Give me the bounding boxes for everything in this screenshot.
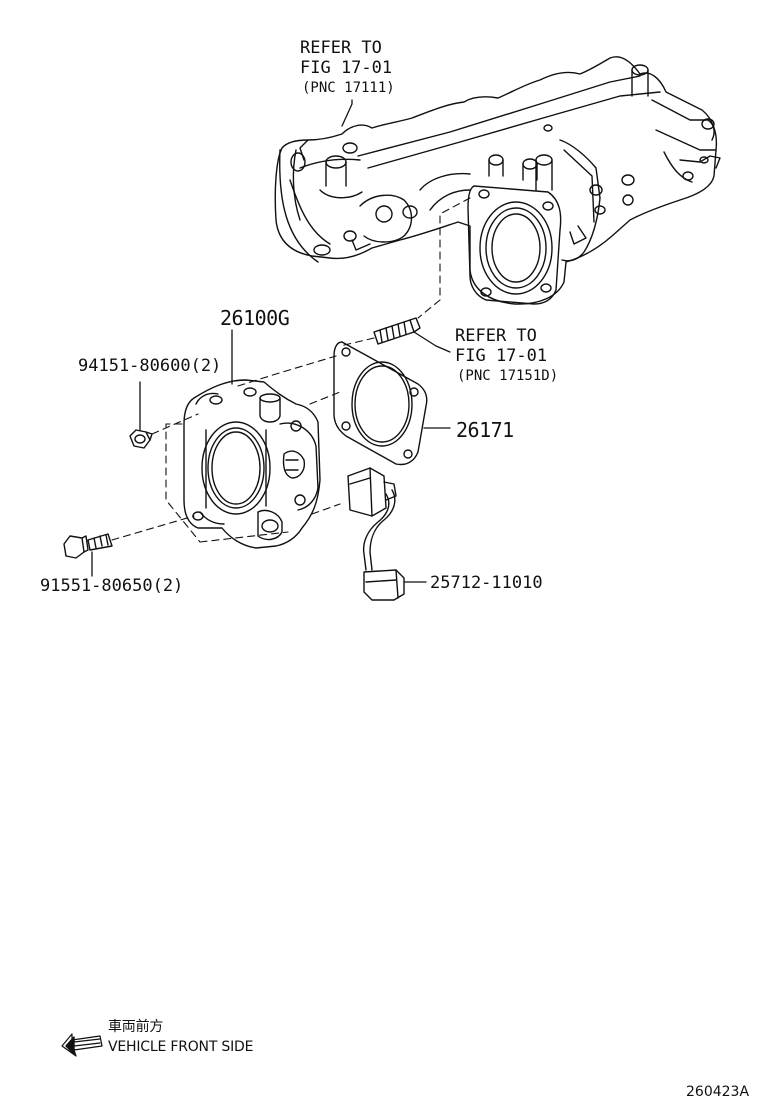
part-sensor-harness-label: 25712-11010	[430, 573, 543, 593]
sensor-harness	[347, 467, 405, 601]
diagram-code: 260423A	[686, 1084, 750, 1100]
throttle-body	[183, 379, 321, 549]
assembly-dashed-lines	[111, 197, 471, 543]
flange-bolt	[63, 533, 113, 559]
gasket	[333, 341, 428, 466]
refer-top-line3: (PNC 17111)	[302, 80, 395, 96]
front-side-japanese: 車両前方	[108, 1019, 164, 1035]
part-gasket-label: 26171	[456, 418, 514, 442]
leader-lines	[91, 99, 451, 583]
part-throttle-body-label: 26100G	[220, 306, 290, 330]
refer-top-line1: REFER TO	[300, 38, 382, 58]
nut	[129, 429, 153, 449]
refer-mid-line3: (PNC 17151D)	[457, 368, 559, 384]
front-side-english: VEHICLE FRONT SIDE	[108, 1039, 254, 1055]
intake-manifold	[274, 56, 721, 305]
part-bolt-label: 91551-80650(2)	[40, 576, 184, 596]
refer-mid-line2: FIG 17-01	[455, 346, 548, 366]
part-nut-label: 94151-80600(2)	[78, 356, 222, 376]
arrow-left-icon	[61, 1033, 103, 1057]
stud-bolt	[373, 317, 421, 345]
refer-top-line2: FIG 17-01	[300, 58, 393, 78]
refer-mid-line1: REFER TO	[455, 326, 537, 346]
